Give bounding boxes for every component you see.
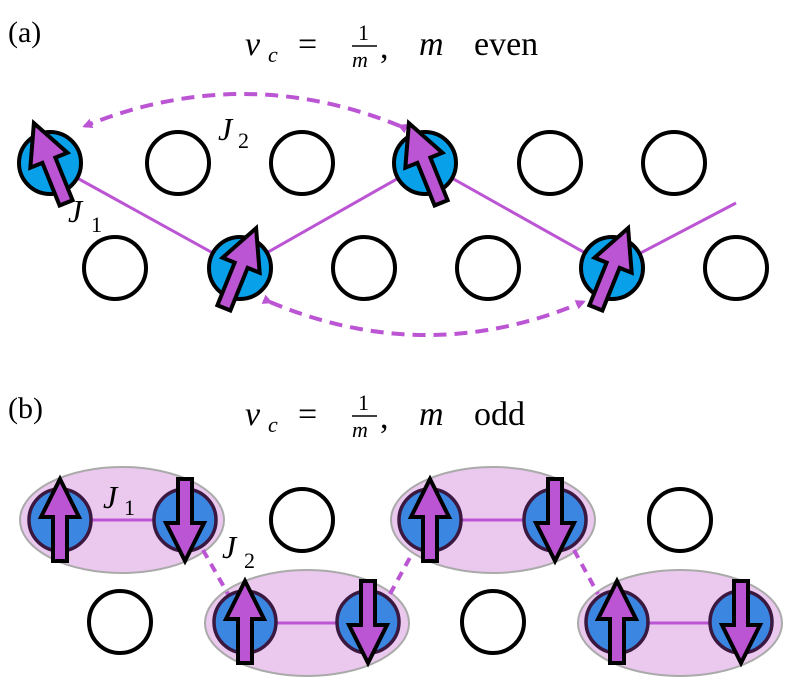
title-sub-c: c <box>268 412 278 437</box>
j2-dashed-bond <box>572 549 600 595</box>
j2-label-a: J <box>218 111 234 147</box>
site-circle <box>460 589 526 655</box>
j2-dashed-arc-top <box>82 92 409 134</box>
empty-site <box>517 130 583 196</box>
title-equals: = <box>298 26 317 63</box>
j2-dashed-arc-bottom <box>261 294 586 337</box>
empty-site <box>460 589 526 655</box>
title-frac-den: m <box>352 417 368 442</box>
occupied-site <box>17 118 83 209</box>
site-circle <box>82 235 148 301</box>
empty-site <box>87 589 153 655</box>
occupied-site <box>397 474 463 563</box>
occupied-site <box>522 477 588 566</box>
empty-site <box>82 235 148 301</box>
empty-site <box>647 487 713 553</box>
spin-up-right-arrow-icon <box>214 223 262 314</box>
empty-site <box>641 130 707 196</box>
lattice-sites-a <box>17 118 769 314</box>
site-circle <box>145 130 211 196</box>
empty-site <box>145 130 211 196</box>
empty-site <box>455 235 521 301</box>
occupied-site <box>207 223 273 314</box>
spin-up-left-arrow-icon <box>28 118 76 209</box>
spin-up-arrow-icon <box>222 576 268 665</box>
title-m: m <box>419 26 444 63</box>
title-parity: odd <box>474 396 525 433</box>
title-comma: , <box>380 399 389 436</box>
panel-a: (a) ν c = 1 m , m even J 2 J 1 <box>8 16 769 337</box>
title-frac-den: m <box>352 47 368 72</box>
title-frac-num: 1 <box>358 20 369 45</box>
empty-site <box>269 487 335 553</box>
spin-down-arrow-icon <box>345 579 391 668</box>
empty-site <box>331 235 397 301</box>
occupied-site <box>27 474 93 563</box>
title-nu: ν <box>245 396 261 433</box>
site-circle <box>269 487 335 553</box>
title-sub-c: c <box>268 42 278 67</box>
j2-dashed-bond <box>201 549 230 595</box>
panel-b: (b) ν c = 1 m , m odd J 1 J 2 <box>8 390 783 677</box>
j1-label-b: J <box>103 479 119 515</box>
title-parity: even <box>474 26 538 63</box>
j1-sub-b: 1 <box>124 495 135 520</box>
occupied-site <box>152 477 218 566</box>
j1-sub-a: 1 <box>91 212 102 237</box>
site-circle <box>641 130 707 196</box>
j2-sub-b: 2 <box>244 548 255 573</box>
j2-label-b: J <box>222 529 238 565</box>
spin-up-right-arrow-icon <box>586 223 634 314</box>
j2-sub-a: 2 <box>238 128 249 153</box>
site-circle <box>517 130 583 196</box>
occupied-site <box>708 579 774 668</box>
title-nu: ν <box>245 26 261 63</box>
spin-down-arrow-icon <box>162 477 208 566</box>
empty-site <box>703 235 769 301</box>
j2-dashed-bond <box>388 551 415 595</box>
title-frac-num: 1 <box>358 390 369 415</box>
occupied-site <box>212 576 278 665</box>
title-m: m <box>419 396 444 433</box>
spin-down-arrow-icon <box>718 579 764 668</box>
spin-up-left-arrow-icon <box>403 118 451 209</box>
empty-site <box>269 130 335 196</box>
site-circle <box>455 235 521 301</box>
title-equals: = <box>298 396 317 433</box>
spin-up-arrow-icon <box>407 474 453 563</box>
site-circle <box>647 487 713 553</box>
spin-down-arrow-icon <box>532 477 578 566</box>
occupied-site <box>579 223 645 314</box>
spin-up-arrow-icon <box>594 576 640 665</box>
panel-a-title: ν c = 1 m , m even <box>245 20 538 72</box>
spin-up-arrow-icon <box>37 474 83 563</box>
site-circle <box>269 130 335 196</box>
title-comma: , <box>380 29 389 66</box>
site-circle <box>331 235 397 301</box>
panel-b-title: ν c = 1 m , m odd <box>245 390 525 442</box>
site-circle <box>87 589 153 655</box>
occupied-site <box>335 579 401 668</box>
lattice-sites-b <box>27 474 774 668</box>
site-circle <box>703 235 769 301</box>
occupied-site <box>392 118 458 209</box>
panel-label-b: (b) <box>8 392 43 425</box>
panel-label-a: (a) <box>8 16 41 49</box>
occupied-site <box>584 576 650 665</box>
